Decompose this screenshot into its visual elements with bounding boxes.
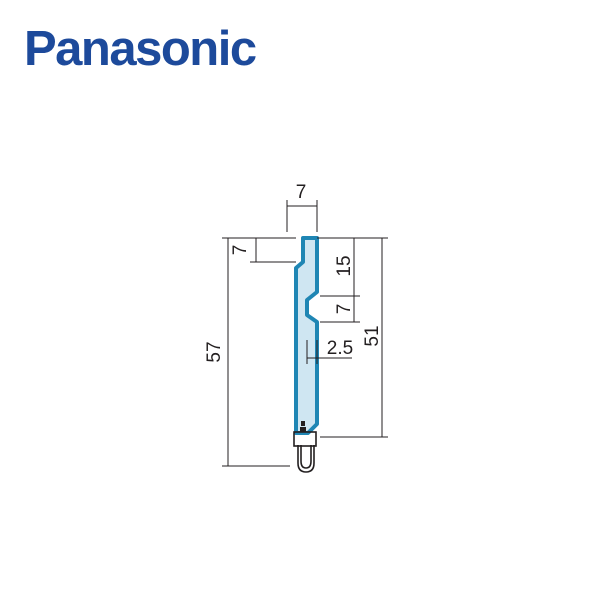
svg-text:7: 7 <box>230 245 251 256</box>
dimension-upper-groove: 15 <box>317 237 360 297</box>
svg-text:15: 15 <box>334 255 355 276</box>
svg-text:2.5: 2.5 <box>327 338 353 359</box>
svg-text:57: 57 <box>204 341 225 362</box>
dimension-body-height: 51 <box>317 237 388 438</box>
dimension-groove-height: 7 <box>320 296 360 323</box>
svg-text:7: 7 <box>334 304 355 315</box>
dimension-groove-depth: 2.5 <box>306 338 353 364</box>
gasket-detail <box>300 421 306 432</box>
dimension-overall-height: 57 <box>204 237 296 467</box>
gasket-seal <box>293 431 317 473</box>
svg-text:7: 7 <box>296 182 307 203</box>
svg-text:51: 51 <box>362 325 383 346</box>
brand-logo: Panasonic <box>24 22 257 76</box>
dimension-top-step: 7 <box>230 237 296 263</box>
dimension-top-width: 7 <box>286 182 318 232</box>
profile-body <box>294 236 319 435</box>
